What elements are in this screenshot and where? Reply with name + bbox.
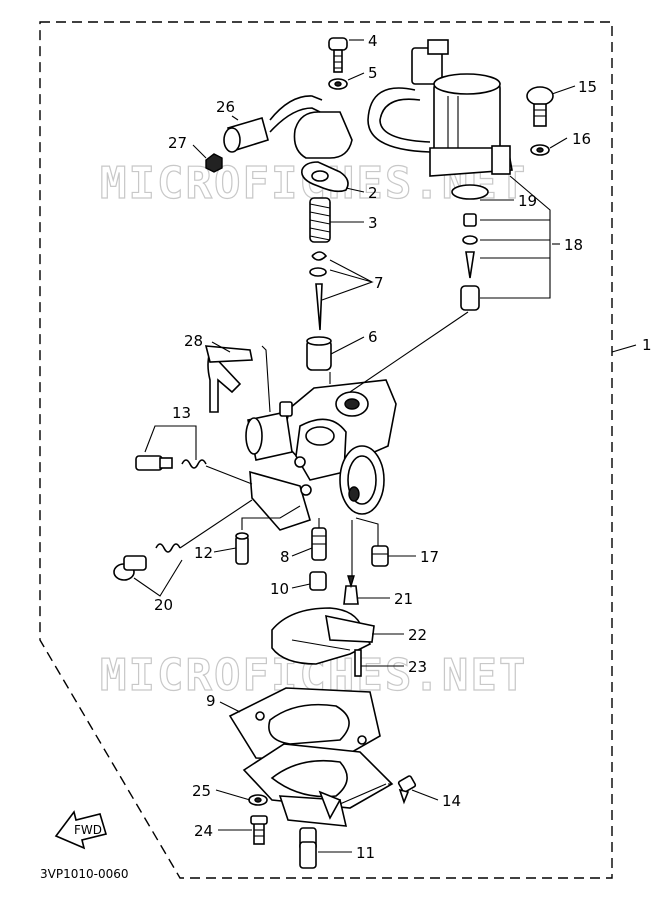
part-washer-5 [328,78,348,90]
callout-26: 26 [216,98,235,116]
callout-15: 15 [578,78,597,96]
part-main-jet-8 [311,527,327,561]
callout-10: 10 [270,580,289,598]
callout-7: 7 [374,274,384,292]
callout-13: 13 [172,404,191,422]
part-screw-15 [526,86,554,127]
callout-3: 3 [368,214,378,232]
part-throttle-valve-6 [306,336,332,371]
callout-14: 14 [442,792,461,810]
callout-17: 17 [420,548,439,566]
part-gasket-9 [228,687,381,761]
callout-9: 9 [206,692,216,710]
callout-1: 1 [642,336,652,354]
fwd-arrow-icon: FWD [54,810,108,850]
leader-13-body [205,465,253,485]
leader-17-body [355,517,379,546]
bracket-18-19 [480,175,551,299]
callout-21: 21 [394,590,413,608]
callout-11: 11 [356,844,375,862]
callout-23: 23 [408,658,427,676]
part-carburetor-body-1 [245,379,397,531]
part-pilot-screw-13 [135,425,207,471]
part-screw-4 [328,37,348,73]
part-washer-25 [248,794,268,806]
callout-leaders [192,39,637,853]
part-float-bowl [242,743,394,827]
part-plunger-set-18 [460,213,480,311]
leader-body-choke [349,311,469,393]
part-screw-24 [250,815,268,845]
part-cap-hose-26 [223,95,353,159]
callout-numbers: 1 2 3 4 5 6 7 8 9 10 11 12 13 14 15 16 1… [154,32,652,862]
callout-28: 28 [184,332,203,350]
leader-12-body [241,505,301,530]
callout-24: 24 [194,822,213,840]
part-drain-screw-14 [397,775,417,805]
part-plug-17 [371,545,389,567]
fwd-label: FWD [74,823,102,837]
callout-19: 19 [518,192,537,210]
callout-20: 20 [154,596,173,614]
part-float-22 [271,607,375,665]
callout-4: 4 [368,32,378,50]
callout-16: 16 [572,130,591,148]
leader-20-body [179,499,253,549]
callout-2: 2 [368,184,378,202]
part-jet-12 [235,532,249,565]
part-gasket-2 [301,161,349,193]
part-washer-16 [530,144,550,156]
figure-code: 3VP1010-0060 [40,867,129,881]
part-spring-3 [309,197,331,243]
callout-25: 25 [192,782,211,800]
callout-6: 6 [368,328,378,346]
callout-18: 18 [564,236,583,254]
part-hose-11 [299,827,317,869]
part-pin-23 [354,649,362,677]
callout-22: 22 [408,626,427,644]
part-hose-28 [204,345,271,413]
part-stop-screw-20 [113,543,183,597]
callout-5: 5 [368,64,378,82]
part-needle-jet-10 [309,571,327,591]
part-nut-27 [205,153,223,173]
part-needle-set-7 [309,251,328,331]
callout-8: 8 [280,548,290,566]
part-starter-plunger-19 [367,39,513,200]
part-float-needle-21 [343,575,359,605]
callout-27: 27 [168,134,187,152]
callout-12: 12 [194,544,213,562]
